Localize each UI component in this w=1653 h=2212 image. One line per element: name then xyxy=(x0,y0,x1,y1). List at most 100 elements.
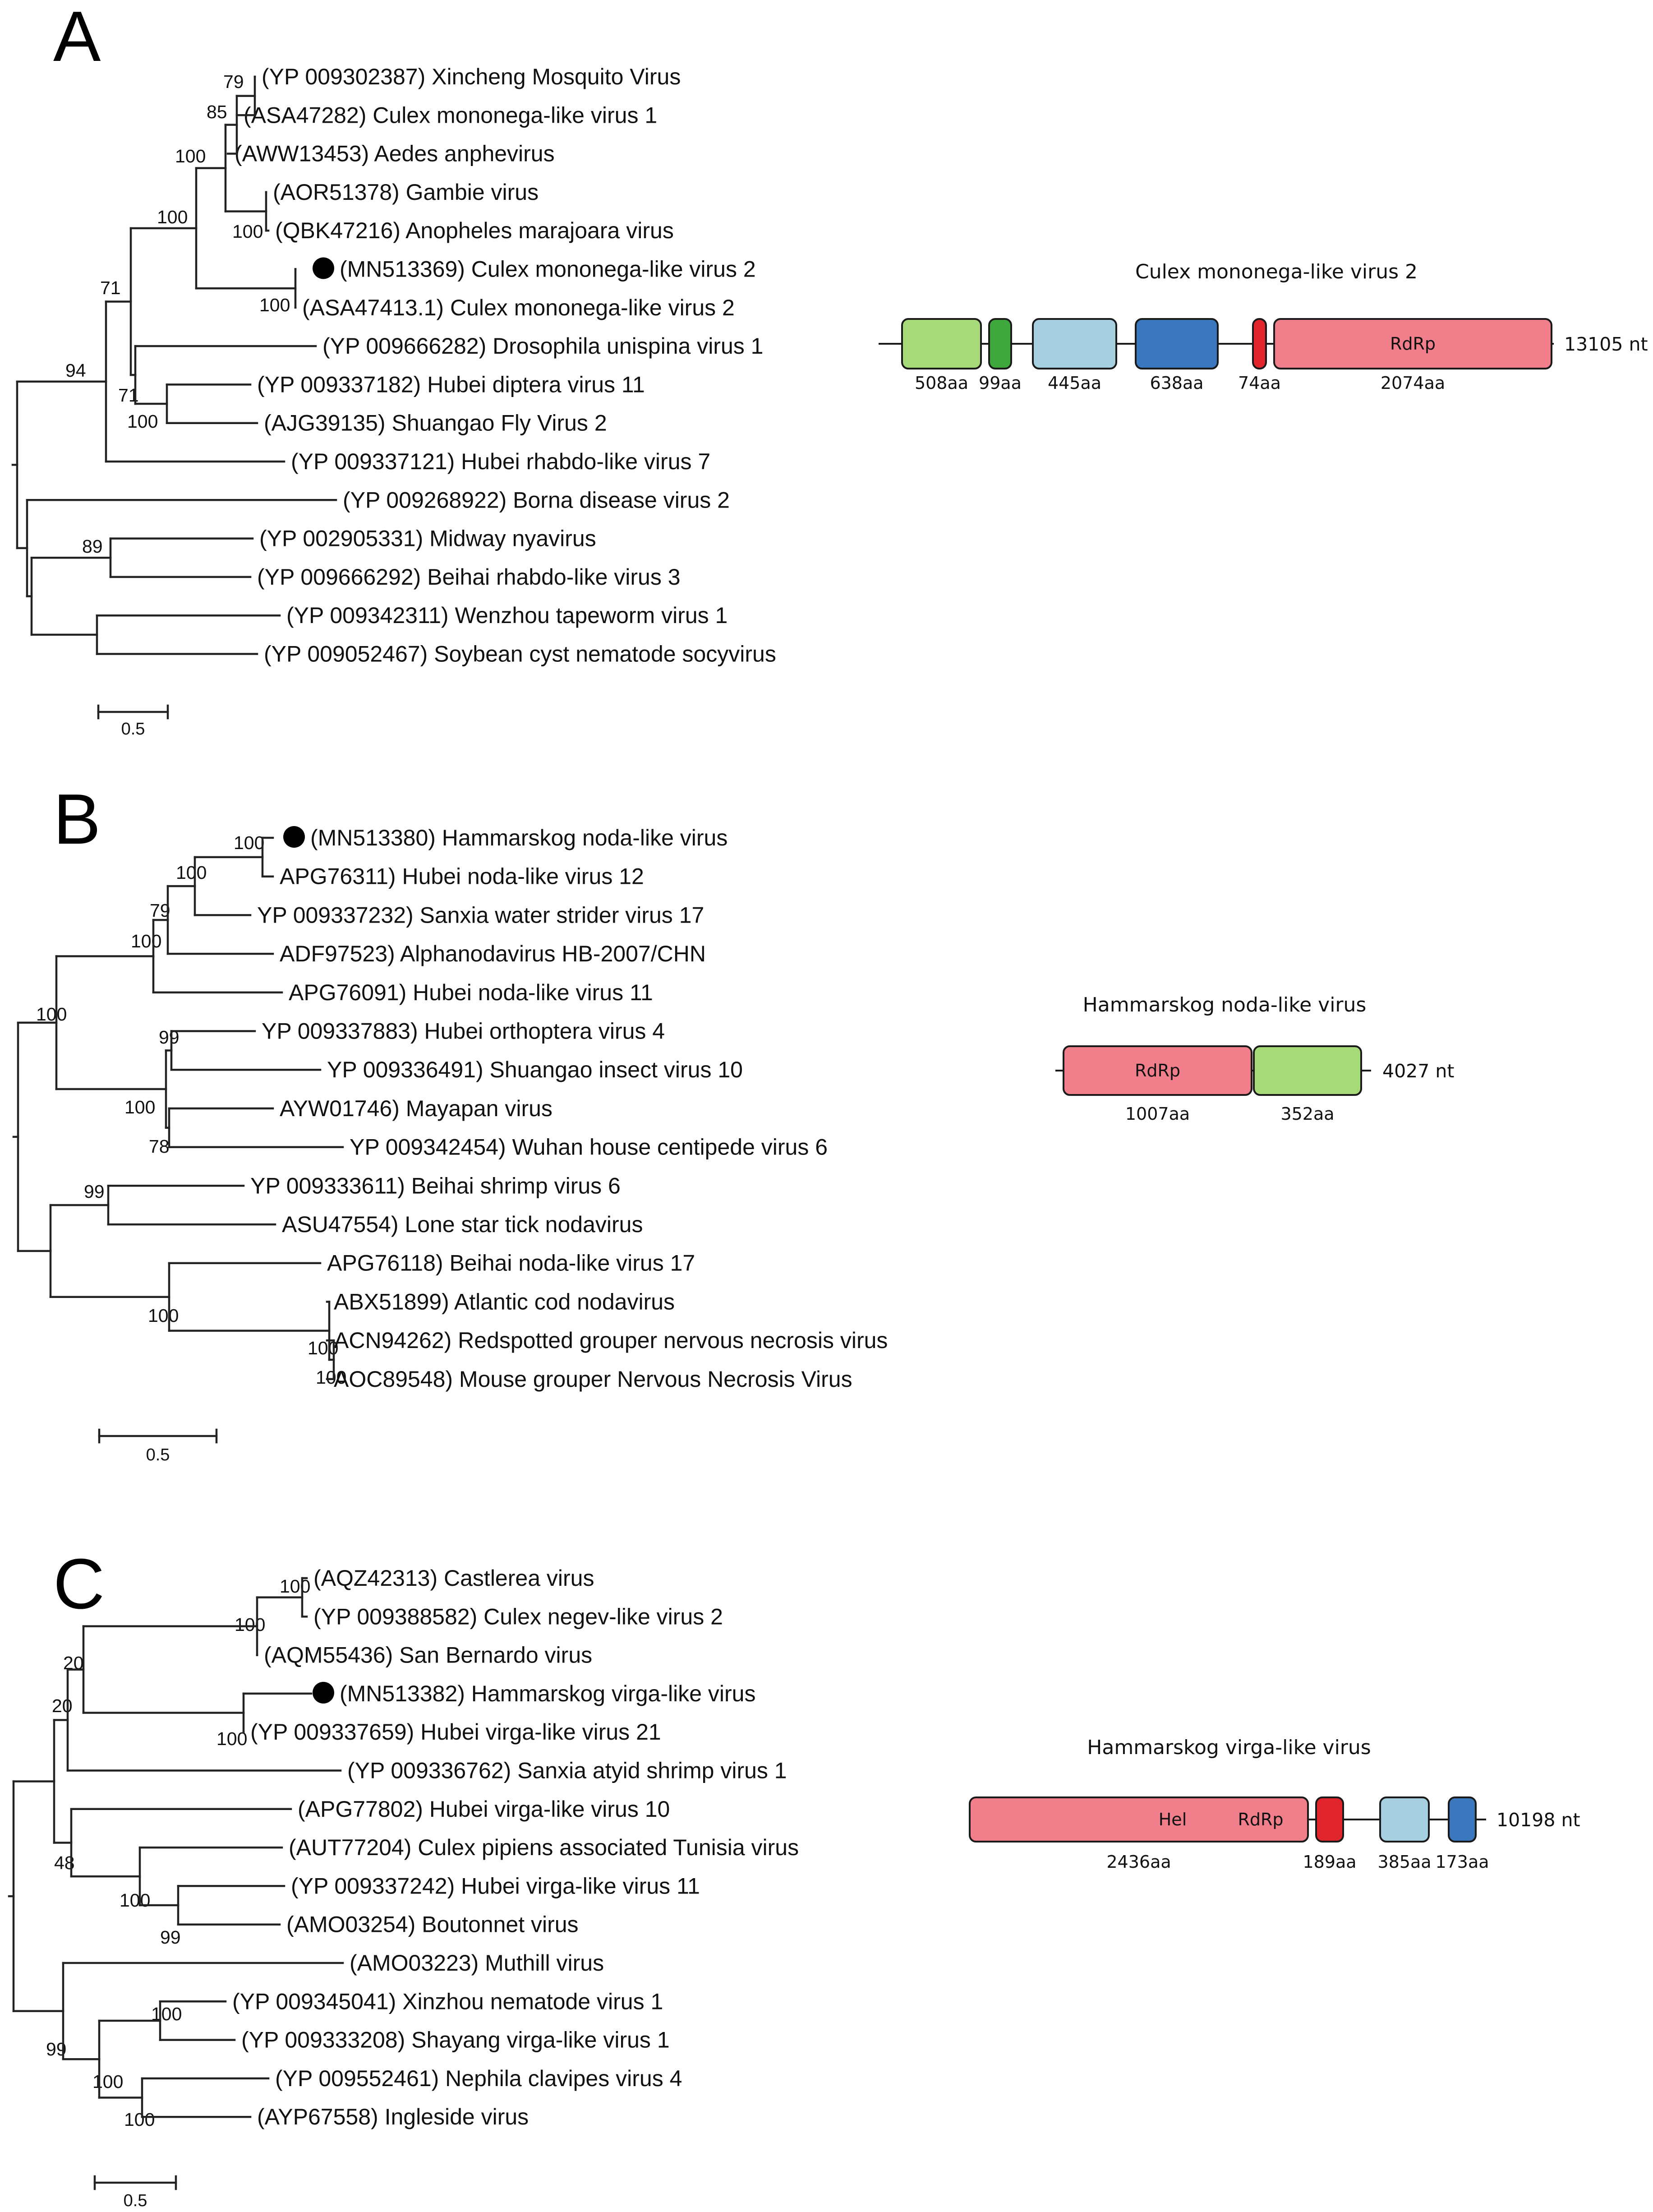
panel-c: (AQZ42313) Castlerea virus(YP 009388582)… xyxy=(46,1565,1580,2210)
bootstrap-value: 100 xyxy=(175,146,206,166)
leaf-label: ADF97523) Alphanodavirus HB-2007/CHN xyxy=(280,941,706,966)
highlight-dot-icon xyxy=(313,257,334,279)
orf-length-label: 352aa xyxy=(1280,1104,1334,1124)
leaf-label: APG76311) Hubei noda-like virus 12 xyxy=(280,864,644,889)
bootstrap-value: 100 xyxy=(280,1576,310,1597)
bootstrap-value: 100 xyxy=(234,832,264,853)
bootstrap-value: 100 xyxy=(120,1890,150,1911)
orf-length-label: 1007aa xyxy=(1125,1104,1190,1124)
orf-length-label: 74aa xyxy=(1238,373,1281,393)
leaf-labels: (AQZ42313) Castlerea virus(YP 009388582)… xyxy=(232,1565,799,2129)
scale-bar-label: 0.5 xyxy=(124,2191,147,2210)
panel-letter: B xyxy=(53,780,101,859)
leaf-label: YP 009333611) Beihai shrimp virus 6 xyxy=(250,1173,621,1198)
orf-segment xyxy=(1253,1045,1362,1096)
orf-length-label: 445aa xyxy=(1048,373,1101,393)
orf-length-label: 2074aa xyxy=(1381,373,1445,393)
leaf-labels: (YP 009302387) Xincheng Mosquito Virus(A… xyxy=(235,64,776,667)
scale-bar-label: 0.5 xyxy=(121,720,145,739)
panel-letter: C xyxy=(53,1544,105,1624)
leaf-label: (YP 009388582) Culex negev-like virus 2 xyxy=(313,1604,723,1629)
leaf-label: (MN513382) Hammarskog virga-like virus xyxy=(340,1681,756,1706)
bootstrap-value: 100 xyxy=(36,1004,67,1025)
leaf-label: AOC89548) Mouse grouper Nervous Necrosis… xyxy=(334,1367,852,1392)
leaf-label: (AQM55436) San Bernardo virus xyxy=(264,1643,592,1668)
leaf-label: (APG77802) Hubei virga-like virus 10 xyxy=(298,1796,670,1822)
orf-segment xyxy=(1448,1796,1477,1843)
highlight-dot-icon xyxy=(313,1681,334,1704)
leaf-label: (YP 009268922) Borna disease virus 2 xyxy=(343,487,730,513)
genome-length: 13105 nt xyxy=(1564,333,1648,355)
domain-label: Hel xyxy=(1159,1810,1187,1829)
leaf-label: ACN94262) Redspotted grouper nervous nec… xyxy=(334,1328,888,1353)
domain-label: RdRp xyxy=(1238,1810,1283,1829)
genome-title: Hammarskog virga-like virus xyxy=(1087,1736,1371,1759)
orf-length-label: 638aa xyxy=(1150,373,1203,393)
leaf-label: (YP 009342311) Wenzhou tapeworm virus 1 xyxy=(286,603,728,628)
leaf-label: (ASA47282) Culex mononega-like virus 1 xyxy=(244,102,657,128)
leaf-label: AYW01746) Mayapan virus xyxy=(280,1096,553,1121)
bootstrap-value: 100 xyxy=(148,1305,179,1326)
leaf-label: ASU47554) Lone star tick nodavirus xyxy=(282,1212,643,1237)
bootstrap-value: 71 xyxy=(100,277,121,298)
domain-label: RdRp xyxy=(1390,334,1436,354)
bootstrap-value: 100 xyxy=(259,295,290,315)
highlight-dot-icon xyxy=(283,826,305,848)
leaf-label: (YP 002905331) Midway nyavirus xyxy=(259,526,596,551)
bootstrap-value: 100 xyxy=(127,411,158,432)
orf-segment xyxy=(1273,318,1552,369)
domain-label: RdRp xyxy=(1135,1061,1180,1081)
leaf-label: (YP 009337242) Hubei virga-like virus 11 xyxy=(291,1873,700,1898)
orf-length-label: 385aa xyxy=(1377,1852,1431,1872)
bootstrap-value: 99 xyxy=(160,1927,181,1948)
bootstrap-value: 100 xyxy=(124,1097,155,1118)
orf-segment xyxy=(969,1796,1309,1843)
leaf-label: APG76118) Beihai noda-like virus 17 xyxy=(327,1251,695,1276)
leaf-label: (ASA47413.1) Culex mononega-like virus 2 xyxy=(302,295,735,320)
bootstrap-value: 85 xyxy=(207,102,227,122)
panel-letter: A xyxy=(53,0,101,76)
leaf-label: YP 009337883) Hubei orthoptera virus 4 xyxy=(262,1019,665,1044)
leaf-label: (YP 009336762) Sanxia atyid shrimp virus… xyxy=(347,1758,787,1783)
bootstrap-value: 100 xyxy=(157,207,188,227)
orf-segment xyxy=(1315,1796,1344,1843)
leaf-label: (YP 009052467) Soybean cyst nematode soc… xyxy=(264,642,776,667)
bootstrap-value: 100 xyxy=(176,862,207,883)
leaf-label: (AUT77204) Culex pipiens associated Tuni… xyxy=(289,1835,799,1860)
bootstrap-value: 100 xyxy=(316,1367,346,1388)
bootstrap-value: 100 xyxy=(232,221,263,242)
bootstrap-value: 89 xyxy=(82,536,103,557)
leaf-label: (AMO03254) Boutonnet virus xyxy=(286,1912,579,1937)
leaf-label: (AOR51378) Gambie virus xyxy=(273,180,539,205)
phylogenetic-tree: (AQZ42313) Castlerea virus(YP 009388582)… xyxy=(46,1565,799,2130)
bootstrap-value: 100 xyxy=(216,1728,247,1749)
leaf-label: (YP 009333208) Shayang virga-like virus … xyxy=(241,2027,670,2053)
leaf-label: (AMO03223) Muthill virus xyxy=(350,1950,604,1976)
leaf-label: (YP 009552461) Nephila clavipes virus 4 xyxy=(275,2066,682,2091)
leaf-label: (YP 009337121) Hubei rhabdo-like virus 7 xyxy=(291,449,710,474)
leaf-label: (YP 009337182) Hubei diptera virus 11 xyxy=(257,372,645,397)
orf-segment xyxy=(1379,1796,1430,1843)
genome-title: Hammarskog noda-like virus xyxy=(1083,993,1367,1016)
scale-bar: 0.5 xyxy=(124,2191,147,2210)
bootstrap-value: 100 xyxy=(124,2109,155,2130)
orf-length-label: 508aa xyxy=(915,373,968,393)
orf-length-label: 173aa xyxy=(1435,1852,1489,1872)
leaf-label: (AWW13453) Aedes anphevirus xyxy=(235,141,555,166)
leaf-label: (AYP67558) Ingleside virus xyxy=(257,2104,529,2129)
orf-segment xyxy=(901,318,982,369)
leaf-label: APG76091) Hubei noda-like virus 11 xyxy=(289,980,653,1005)
bootstrap-value: 99 xyxy=(159,1027,180,1048)
leaf-label: (MN513380) Hammarskog noda-like virus xyxy=(310,825,728,850)
bootstrap-value: 94 xyxy=(65,360,86,381)
panel-a: (YP 009302387) Xincheng Mosquito Virus(A… xyxy=(65,64,1648,739)
orf-segment xyxy=(988,318,1012,369)
leaf-label: YP 009336491) Shuangao insect virus 10 xyxy=(327,1057,743,1082)
leaf-label: (YP 009666282) Drosophila unispina virus… xyxy=(322,333,763,359)
orf-segment xyxy=(1252,318,1267,369)
